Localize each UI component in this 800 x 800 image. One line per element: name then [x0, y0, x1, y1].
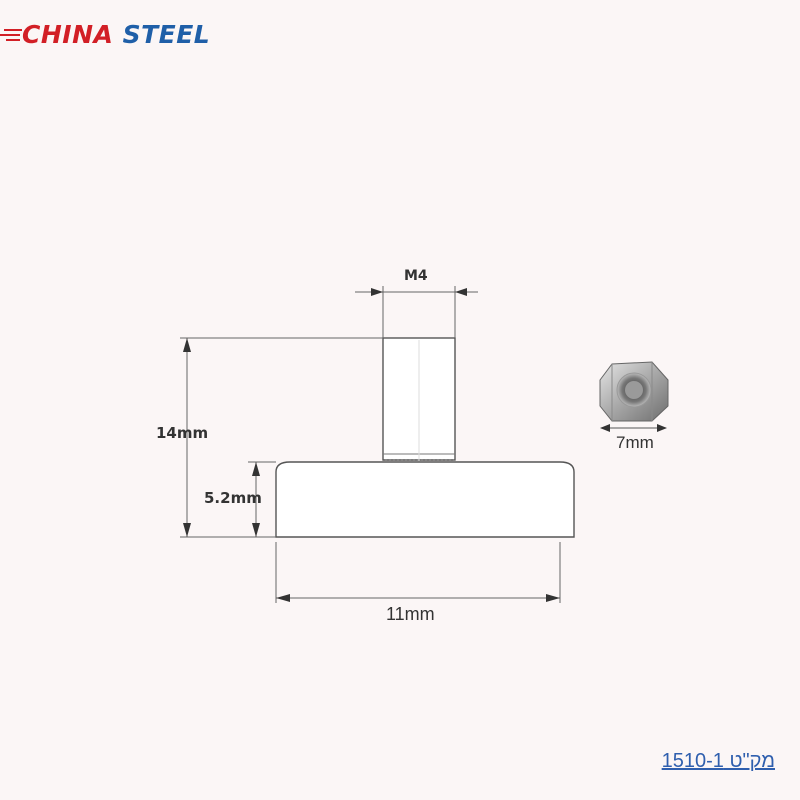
- base-height-dimension-line: [248, 461, 276, 537]
- diameter-dimension-line: [275, 542, 561, 603]
- brand-name-china: CHINA: [22, 20, 114, 49]
- total-height-dimension-line: [180, 337, 383, 538]
- hex-nut-image: [599, 361, 669, 422]
- m4-dimension-line: [355, 286, 478, 338]
- threaded-stud: [382, 337, 456, 530]
- china-steel-logo-speed-lines: [0, 29, 22, 41]
- base-height-label: 5.2mm: [204, 489, 262, 507]
- sku-link[interactable]: מק"ט 1510-1: [661, 750, 775, 772]
- nut-dimension-line: [600, 424, 667, 432]
- thread-size-label: M4: [404, 268, 428, 284]
- nut-size-label: 7mm: [616, 433, 654, 452]
- brand-logo: CHINA STEEL: [22, 20, 210, 49]
- total-height-label: 14mm: [156, 424, 209, 442]
- brand-name-steel: STEEL: [122, 20, 211, 49]
- diameter-label: 11mm: [386, 604, 435, 624]
- magnet-base: [275, 461, 575, 538]
